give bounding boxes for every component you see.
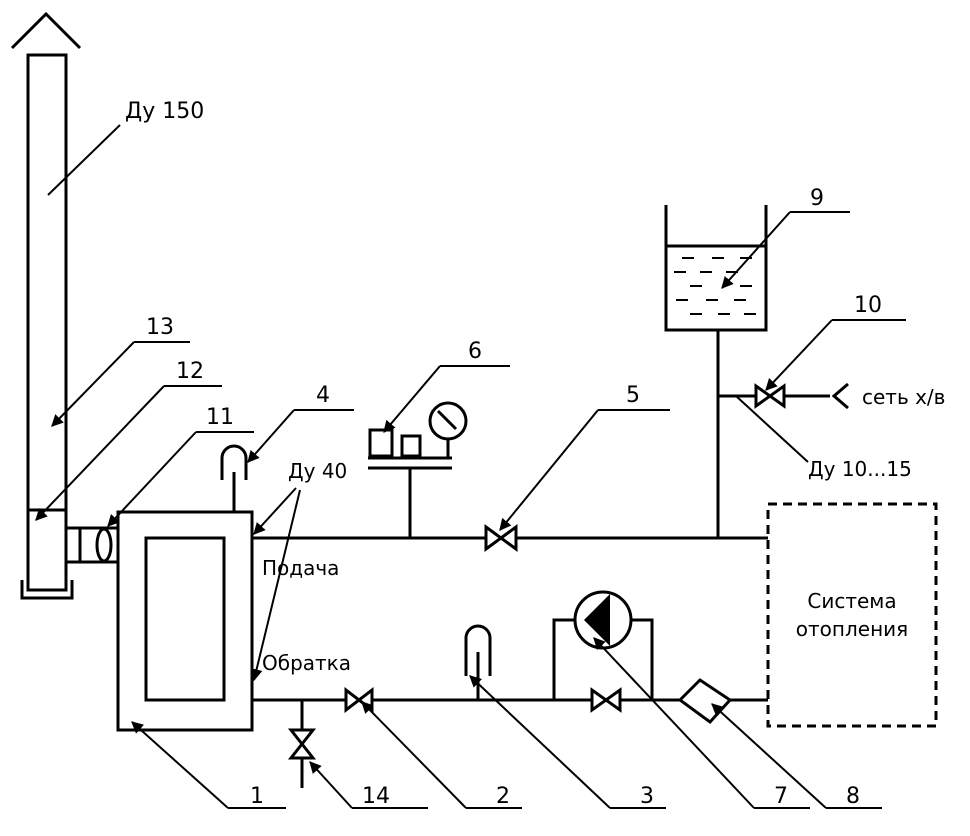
- pump-bypass: [552, 590, 654, 700]
- heating-system-label-1: Система: [807, 589, 896, 613]
- callouts: 1 14 2 3 7 8 4 5 6 9: [35, 186, 906, 809]
- makeup-valve: [754, 383, 786, 409]
- heating-system-label-2: отопления: [796, 617, 908, 641]
- safety-group: [368, 401, 468, 470]
- pipe-size-annotation: Ду 40: [250, 459, 347, 682]
- water-main-label: сеть х/в: [862, 385, 945, 409]
- flue-pipe: [66, 526, 118, 564]
- boiler: [116, 510, 254, 732]
- bypass-valve: [590, 687, 622, 713]
- callout-8: 8: [846, 784, 860, 809]
- makeup-size-label: Ду 10...15: [808, 457, 912, 481]
- chimney: Ду 150: [10, 11, 204, 600]
- flue-damper: [95, 527, 113, 563]
- filter: [677, 678, 733, 725]
- return-label: Обратка: [262, 651, 351, 675]
- callout-12: 12: [176, 359, 204, 384]
- callout-3: 3: [640, 784, 654, 809]
- chimney-size-label: Ду 150: [125, 99, 204, 124]
- callout-7: 7: [774, 784, 788, 809]
- air-vent: [220, 444, 248, 512]
- return-line: Обратка: [252, 624, 768, 788]
- callout-9: 9: [810, 186, 824, 211]
- callout-11: 11: [206, 405, 234, 430]
- callout-14: 14: [362, 784, 390, 809]
- supply-label: Подача: [262, 556, 339, 580]
- drain-valve: [287, 728, 317, 760]
- callout-2: 2: [496, 784, 510, 809]
- supply-valve: [484, 524, 518, 552]
- expansion-tank: [664, 205, 768, 332]
- callout-1: 1: [250, 784, 264, 809]
- callout-13: 13: [146, 315, 174, 340]
- pipe-size-label: Ду 40: [288, 459, 347, 483]
- makeup-line: сеть х/в Ду 10...15: [718, 382, 945, 481]
- callout-4: 4: [316, 383, 330, 408]
- supply-line: Подача: [252, 330, 768, 580]
- pump-triangle: [584, 594, 610, 646]
- callout-6: 6: [468, 339, 482, 364]
- heating-system-box: Система отопления: [766, 502, 938, 728]
- callout-5: 5: [626, 383, 640, 408]
- callout-10: 10: [854, 293, 882, 318]
